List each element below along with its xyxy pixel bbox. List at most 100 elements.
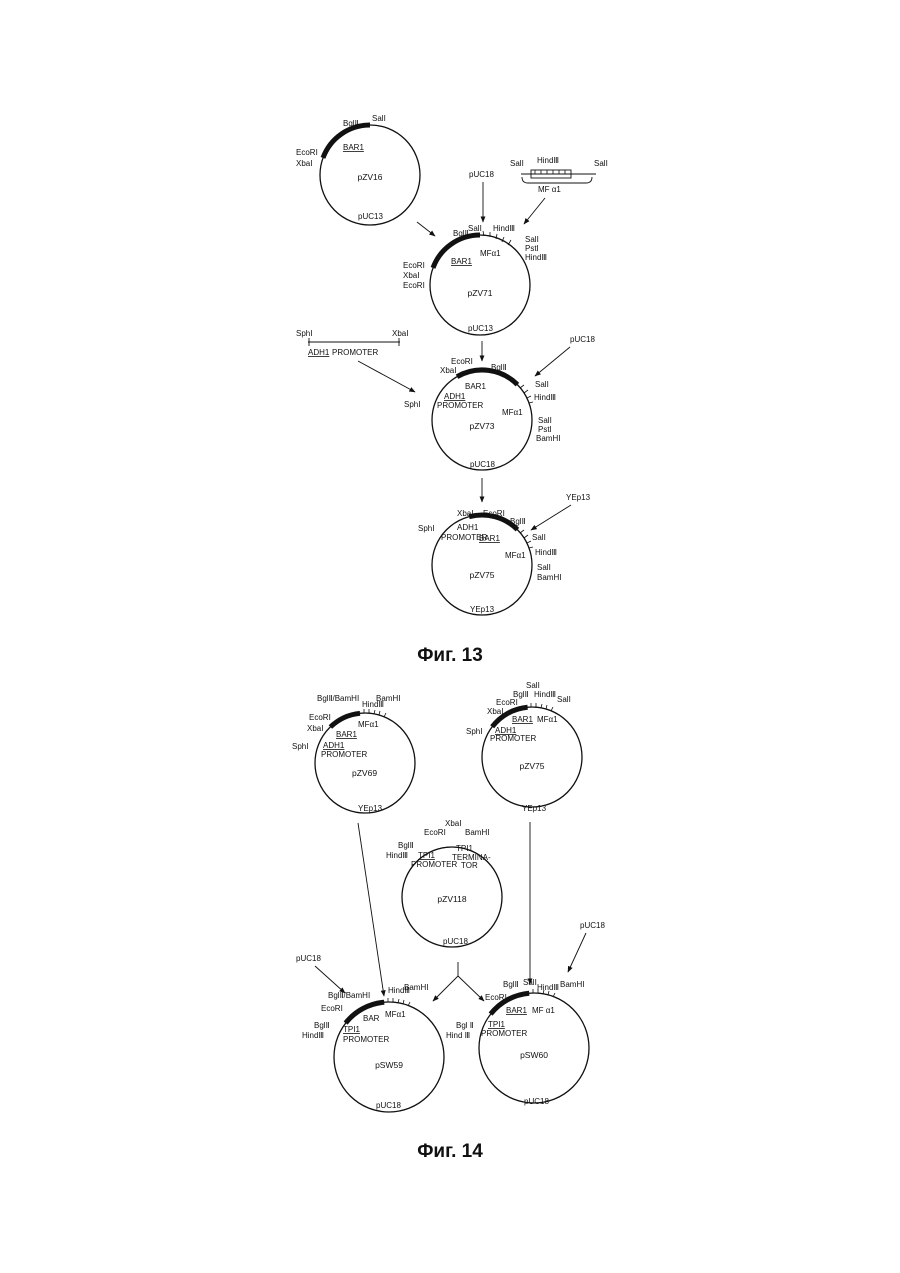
site-bglii: BglⅡ (491, 363, 507, 372)
gene-tpi1: TPI1 (488, 1020, 505, 1029)
site-xbai: XbaI (440, 366, 456, 375)
figure-caption: Фиг. 14 (417, 1141, 483, 1162)
site-bamhi: BamHI (465, 828, 489, 837)
site-ecori-2: EcoRI (403, 281, 425, 290)
gene-mfa1: MFα1 (480, 249, 501, 258)
site-hindiii: HindⅢ (537, 156, 559, 165)
site-bamhi: BamHI (537, 573, 561, 582)
bar1-segment (330, 713, 360, 727)
site-bamhi: BamHI (536, 434, 560, 443)
plasmid-backbone: pUC18 (470, 460, 495, 469)
plasmid-pzv16: BglⅡ SalI EcoRI XbaI BAR1 pZV16 pUC13 (296, 114, 420, 225)
source-puc18: pUC18 (469, 170, 494, 179)
gene-mfa1: MFα1 (537, 715, 558, 724)
gene-mfa1: MFα1 (358, 720, 379, 729)
site-sali-2: SalI (557, 695, 571, 704)
plasmid-backbone: pUC18 (524, 1097, 549, 1106)
site-bglii-bamhi: BglⅡ/BamHI (317, 694, 359, 703)
plasmid-name: pZV69 (352, 768, 377, 778)
promoter-label: PROMOTER (343, 1035, 389, 1044)
site-xbai: XbaI (307, 724, 323, 733)
site-sphi: SphI (466, 727, 482, 736)
plasmid-name: pZV75 (469, 570, 494, 580)
arrow (531, 505, 571, 530)
plasmid-pzv69: BglⅡ/BamHI HindⅢ BamHI EcoRI XbaI MFα1 B… (292, 694, 415, 996)
site-hindiii: HindⅢ (535, 548, 557, 557)
site-bglii: BglⅡ (398, 841, 414, 850)
site-bamhi: BamHI (404, 983, 428, 992)
site-ecori: EcoRI (296, 148, 318, 157)
gene-bar1: BAR1 (506, 1006, 527, 1015)
arrow (358, 823, 384, 996)
plasmid-pzv73: pUC18 EcoRI XbaI BglⅡ SphI BAR1 ADH1 PRO… (404, 335, 595, 502)
promoter-label: PROMOTER (321, 750, 367, 759)
site-sphi: SphI (404, 400, 420, 409)
gene-bar1: BAR1 (465, 382, 486, 391)
promoter-label: PROMOTER (411, 860, 457, 869)
site-ecori: EcoRI (485, 993, 507, 1002)
site-bglii: BglⅡ (503, 980, 519, 989)
plasmid-backbone: YEp13 (358, 804, 383, 813)
site-sali: SalI (526, 681, 540, 690)
site-sali: SalI (535, 380, 549, 389)
gene-mfa1: MF α1 (532, 1006, 555, 1015)
plasmid-psw60: pUC18 BglⅡ SalI HindⅢ BamHI EcoRI BAR1 M… (446, 921, 605, 1106)
gene-adh1: ADH1 (457, 523, 479, 532)
plasmid-name: pZV118 (437, 894, 466, 904)
promoter-label: PROMOTER (490, 734, 536, 743)
gene-bar1: BAR1 (512, 715, 533, 724)
arrow (458, 976, 484, 1001)
site-hindiii-2: HindⅢ (302, 1031, 324, 1040)
plasmid-name: pZV71 (467, 288, 492, 298)
plasmid-backbone: pUC18 (376, 1101, 401, 1110)
gene-bar1: BAR1 (479, 534, 500, 543)
site-psti: PstI (538, 425, 552, 434)
promoter-label: PROMOTER (481, 1029, 527, 1038)
plasmid-name: pZV75 (519, 761, 544, 771)
arrow (524, 198, 545, 224)
site-ecori: EcoRI (496, 698, 518, 707)
promoter-label: PROMOTER (332, 348, 378, 357)
site-bglii: BglⅡ (314, 1021, 330, 1030)
plasmid-name: pZV16 (357, 172, 382, 182)
plasmid-pzv118: XbaI EcoRI BamHI BglⅡ TPI1 HindⅢ TPI1 TE… (386, 819, 502, 1001)
plasmid-backbone: YEp13 (470, 605, 495, 614)
arrow (535, 347, 570, 376)
arrow (433, 976, 458, 1001)
site-hindiii: HindⅢ (493, 224, 515, 233)
plasmid-backbone: YEp13 (522, 804, 547, 813)
arrow (568, 933, 586, 972)
site-xbai: XbaI (392, 329, 408, 338)
source-yep13: YEp13 (566, 493, 591, 502)
gene-bar1: BAR (363, 1014, 380, 1023)
figure-caption: Фиг. 13 (417, 645, 483, 666)
plasmid-pzv71: BglⅡ SalI HindⅢ SalI PstI HindⅢ EcoRI Xb… (403, 224, 547, 361)
site-bglii: BglⅡ (343, 119, 359, 128)
site-xbai: XbaI (403, 271, 419, 280)
site-sali-2: SalI (537, 563, 551, 572)
promoter-label: PROMOTER (437, 401, 483, 410)
site-sali-2: SalI (525, 235, 539, 244)
site-ecori: EcoRI (483, 509, 505, 518)
site-ecori: EcoRI (451, 357, 473, 366)
bar1-segment (323, 125, 370, 158)
site-sali: SalI (372, 114, 386, 123)
site-xbai: XbaI (487, 707, 503, 716)
site-sali-right: SalI (594, 159, 608, 168)
source-puc18: pUC18 (580, 921, 605, 930)
plasmid-backbone: pUC18 (443, 937, 468, 946)
site-bamhi: BamHI (560, 980, 584, 989)
plasmid-name: pSW59 (375, 1060, 403, 1070)
gene-adh1: ADH1 (323, 741, 345, 750)
site-sphi: SphI (296, 329, 312, 338)
plasmid-pzv75-fig13: YEp13 XbaI EcoRI BglⅡ SphI ADH1 PROMOTER… (418, 493, 591, 615)
site-xbai: XbaI (296, 159, 312, 168)
site-ecori: EcoRI (321, 1004, 343, 1013)
site-hindiii-2: Hind Ⅲ (446, 1031, 470, 1040)
gene-adh1: ADH1 (444, 392, 466, 401)
terminator-label-2: TOR (461, 861, 478, 870)
gene-mfa1: MF α1 (538, 185, 561, 194)
gene-tpi1: TPI1 (343, 1025, 360, 1034)
plasmid-backbone: pUC13 (468, 324, 493, 333)
